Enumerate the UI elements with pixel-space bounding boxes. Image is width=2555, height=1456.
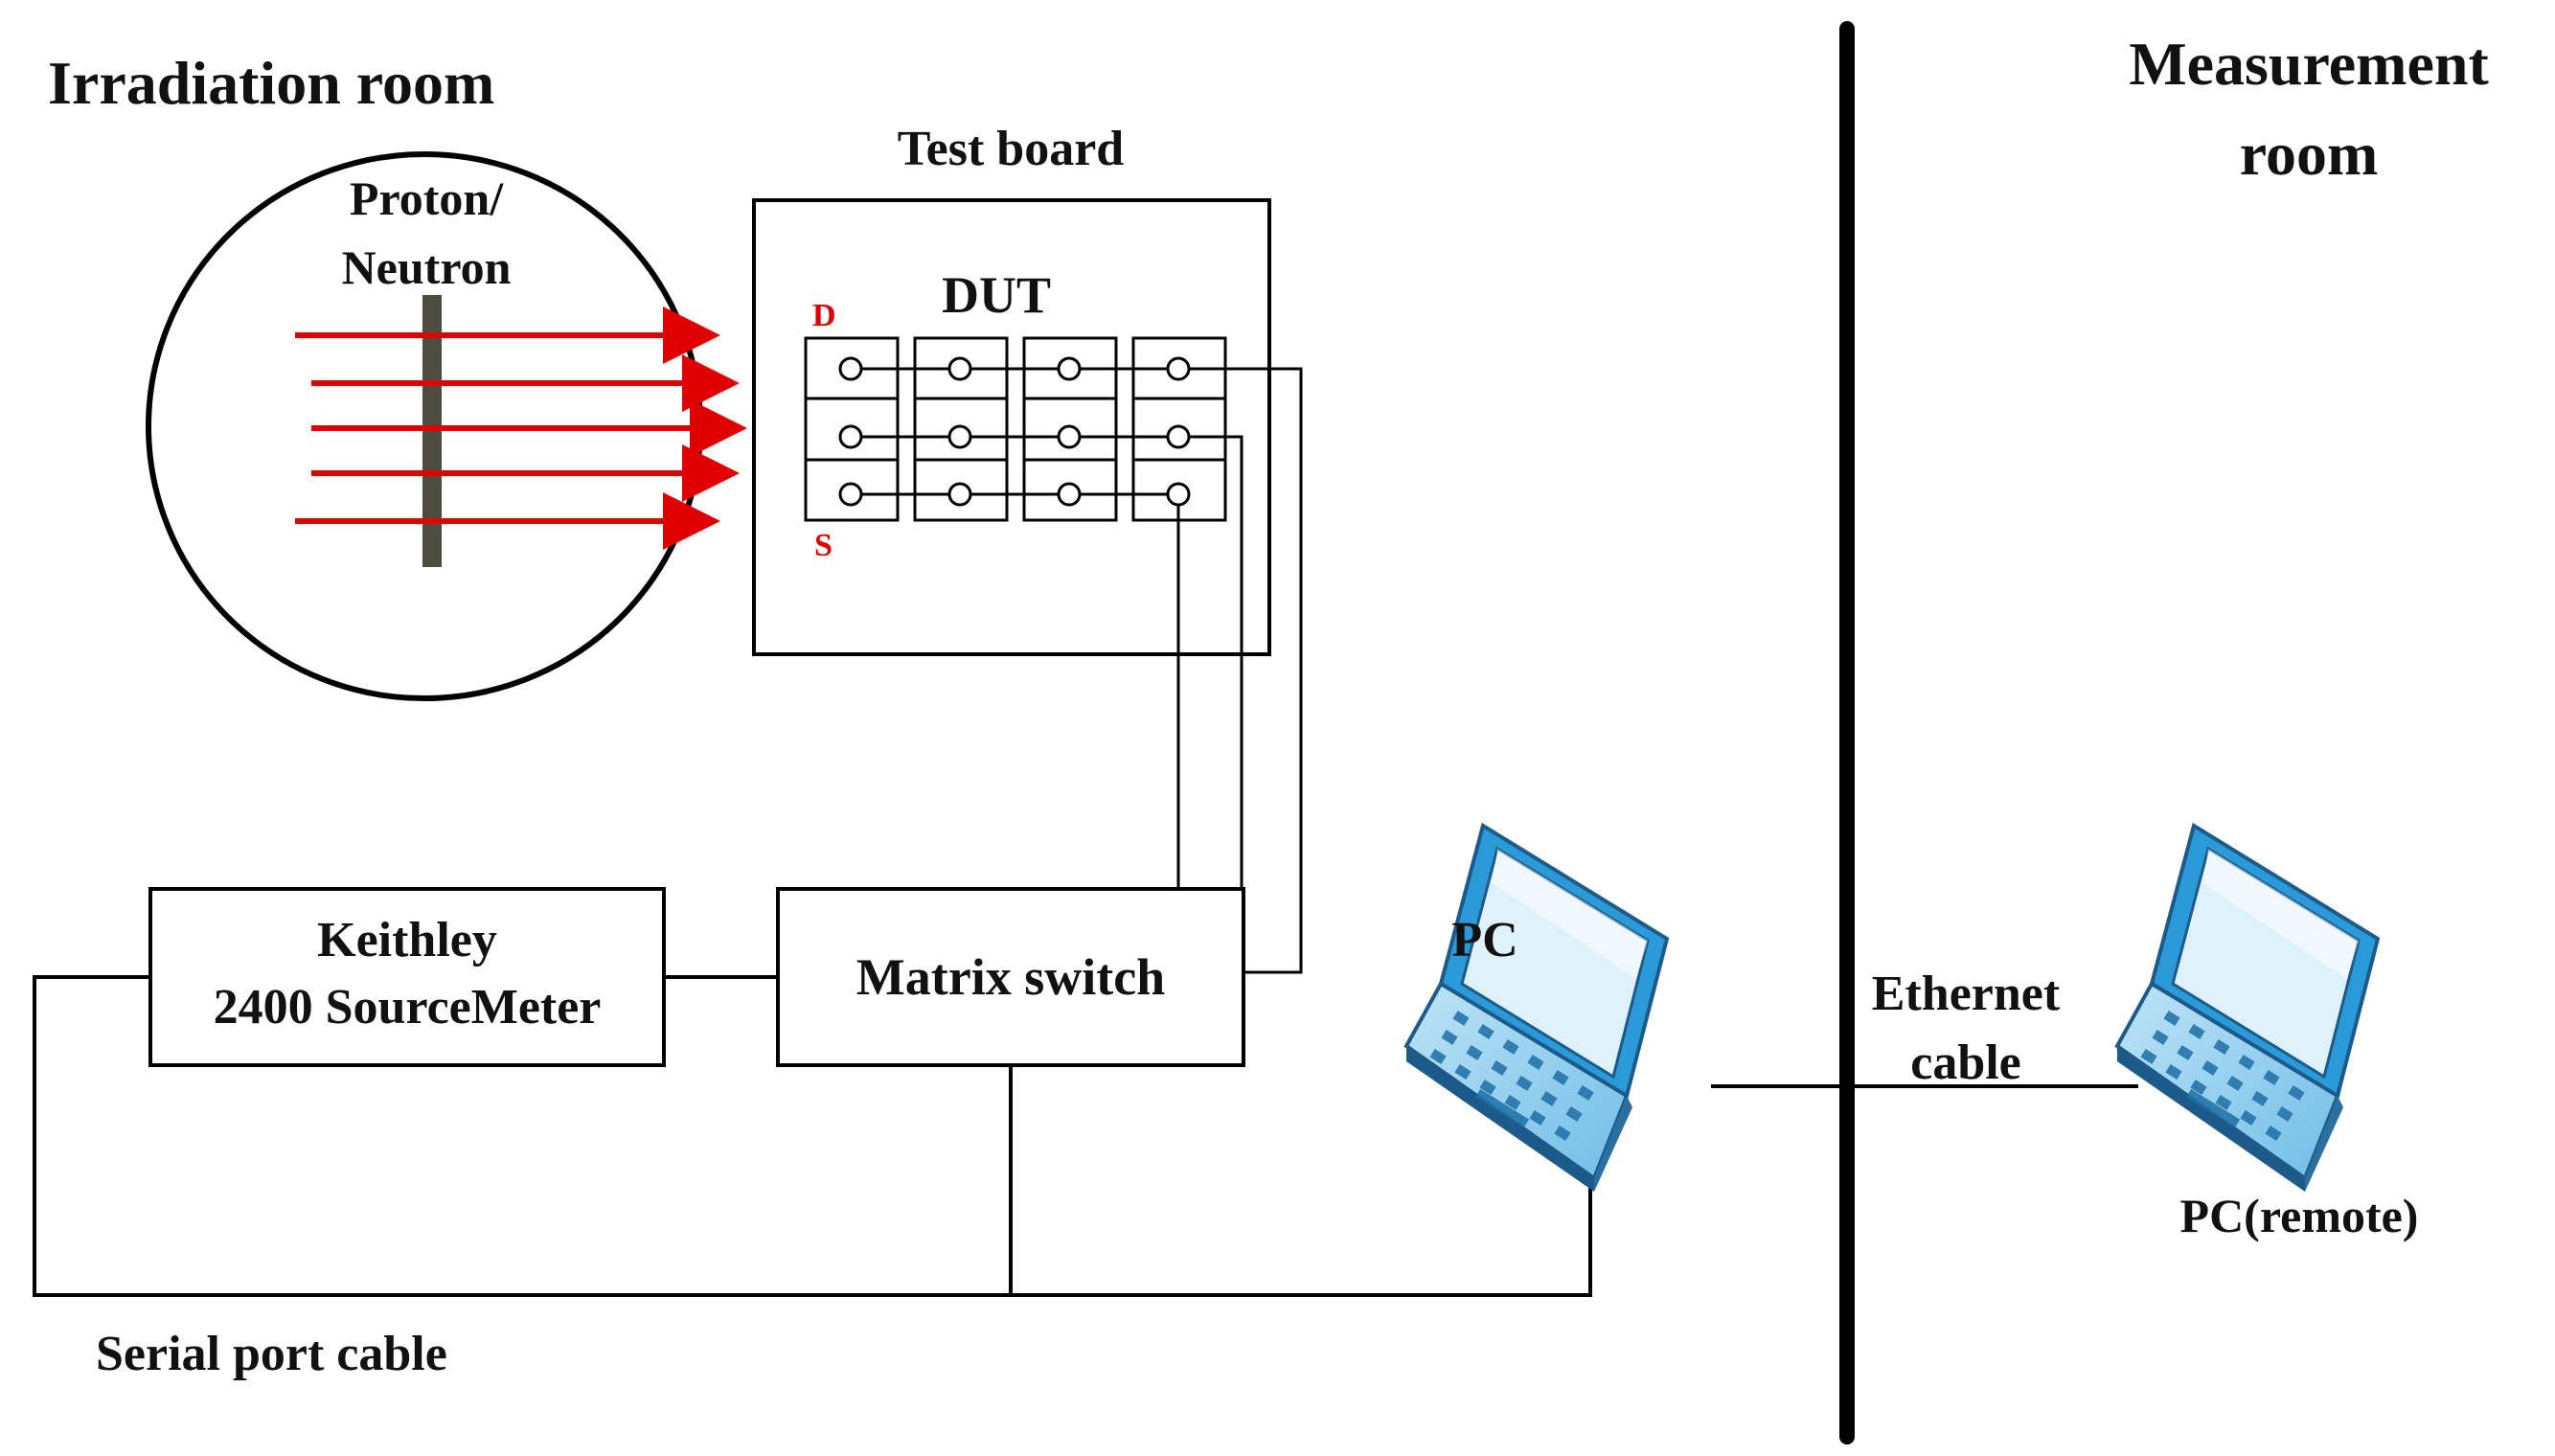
ethernet-cable-label-line1: Ethernet [1872,967,2061,1021]
pin-label-s: S [814,528,833,563]
terminal-source [838,482,863,507]
terminal-gate [1057,424,1082,449]
measurement-room-title-line1: Measurement [2129,30,2489,98]
terminal-source [1166,482,1191,507]
beam-arrows [295,307,747,550]
measurement-room-title-line2: room [2240,120,2379,188]
terminal-drain [838,356,863,381]
terminal-gate [947,424,972,449]
pin-label-d: D [812,298,836,333]
keithley-sourcemeter-box [148,887,666,1067]
terminal-source [1057,482,1082,507]
irradiation-room-title: Irradiation room [48,49,494,117]
pc-label: PC [1451,913,1517,967]
terminal-drain [947,356,972,381]
wiring [33,975,2138,1297]
test-board-title: Test board [898,122,1125,176]
beam-label-line2: Neutron [342,240,512,294]
matrix-switch-box [776,887,1245,1067]
pc-remote-label: PC(remote) [2180,1189,2419,1242]
serial-port-cable [33,975,1592,1297]
dut-label: DUT [942,266,1051,324]
terminal-drain [1057,356,1082,381]
terminal-gate [1166,424,1191,449]
dut-terminals [838,356,1191,507]
terminal-drain [1166,356,1191,381]
beam-label-line1: Proton/ [350,171,504,225]
keithley-label-line1: Keithley [317,913,497,967]
serial-port-cable-label: Serial port cable [96,1327,447,1381]
laptop-icon [1404,824,1669,1194]
ethernet-cable-label-line2: cable [1910,1035,2021,1090]
terminal-gate [838,424,863,449]
keithley-label-line2: 2400 SourceMeter [214,980,602,1035]
laptop-icon [2115,824,2380,1194]
terminal-source [947,482,972,507]
matrix-switch-label: Matrix switch [856,948,1165,1006]
